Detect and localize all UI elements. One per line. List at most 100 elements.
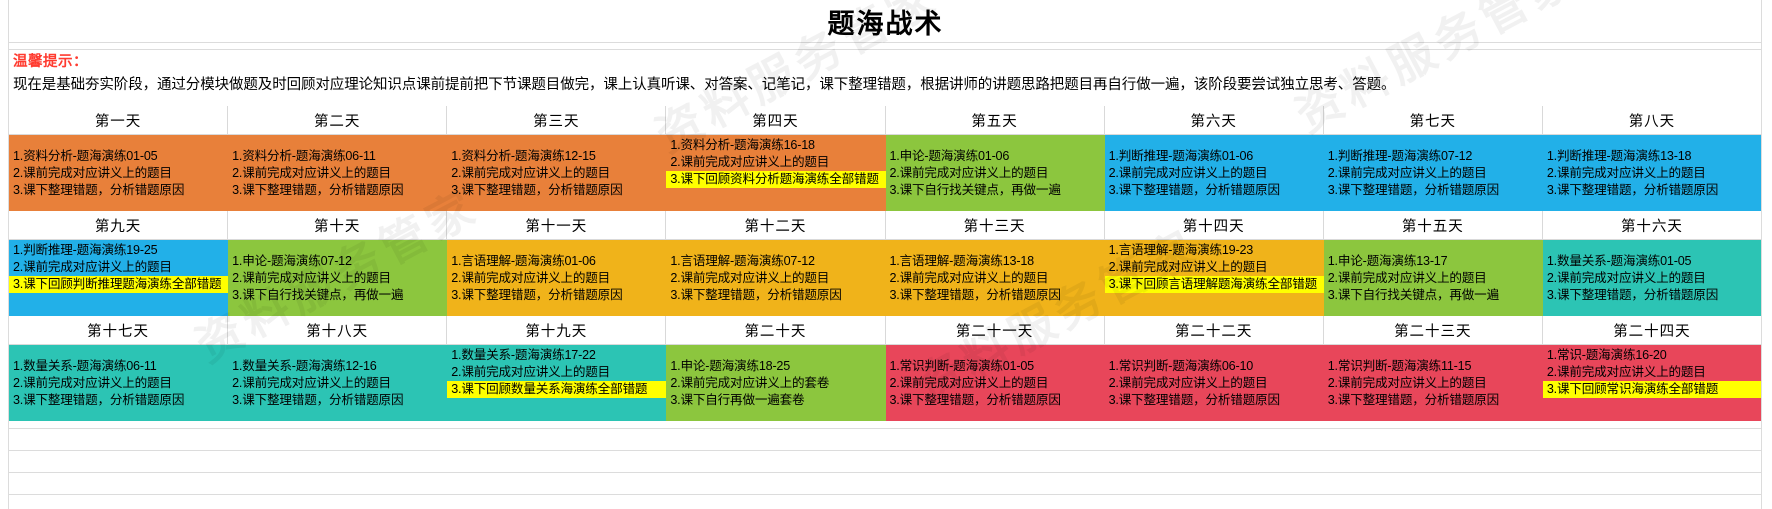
day-header-row: 第一天第二天第三天第四天第五天第六天第七天第八天 [9,106,1762,135]
gridline [0,494,1772,495]
task-line: 2.课前完成对应讲义上的题目 [670,270,830,285]
task-line: 1.数量关系-题海演练17-22 [451,348,596,362]
day-task-cell[interactable]: 1.言语理解-题海演练07-12 2.课前完成对应讲义上的题目 3.课下整理错题，分… [666,240,886,316]
task-line: 2.课前完成对应讲义上的题目 [13,375,172,390]
task-line: 3.课下整理错题，分析错题原因 [451,287,623,302]
day-header-cell[interactable]: 第十二天 [666,211,886,240]
day-header-cell[interactable]: 第五天 [885,106,1105,135]
task-line: 1.言语理解-题海演练19-23 [1108,243,1254,257]
day-header-cell[interactable]: 第十六天 [1542,211,1762,240]
task-line: 3.课下整理错题，分析错题原因 [1327,182,1499,197]
task-line-highlighted: 3.课下回顾判断推理题海演练全部错题 [9,276,229,293]
task-line: 1.申论-题海演练18-25 [670,358,791,373]
day-header-cell[interactable]: 第十一天 [447,211,667,240]
task-line: 1.判断推理-题海演练01-06 [1108,148,1254,163]
task-line: 3.课下整理错题，分析错题原因 [13,392,185,407]
day-header-cell[interactable]: 第二十一天 [885,316,1105,345]
day-header-cell[interactable]: 第三天 [447,106,667,135]
day-task-cell[interactable]: 1.判断推理-题海演练01-06 2.课前完成对应讲义上的题目 3.课下整理错题，分… [1104,135,1324,211]
day-header-cell[interactable]: 第十天 [228,211,448,240]
day-header-cell[interactable]: 第十四天 [1104,211,1324,240]
tips-block: 温馨提示： 现在是基础夯实阶段，通过分模块做题及时回顾对应理论知识点课前提前把下… [9,50,1762,106]
task-line: 2.课前完成对应讲义上的题目 [451,165,611,180]
day-header-cell[interactable]: 第二天 [228,106,448,135]
gridline [0,450,1772,451]
day-header-cell[interactable]: 第一天 [9,106,229,135]
task-line: 2.课前完成对应讲义上的题目 [1108,375,1268,390]
day-task-cell[interactable]: 1.数量关系-题海演练12-16 2.课前完成对应讲义上的题目 3.课下整理错题，分… [228,345,448,421]
task-line: 2.课前完成对应讲义上的题目 [451,365,611,379]
page-title: 题海战术 [9,0,1762,42]
task-line: 3.课下自行找关键点，再做一遍 [1327,287,1499,302]
task-line: 3.课下自行找关键点，再做一遍 [232,287,404,302]
task-line: 1.判断推理-题海演练07-12 [1327,148,1473,163]
task-line: 2.课前完成对应讲义上的题目 [1108,260,1268,274]
day-header-cell[interactable]: 第八天 [1542,106,1762,135]
task-line: 2.课前完成对应讲义上的题目 [1108,165,1268,180]
task-line: 3.课下整理错题，分析错题原因 [889,392,1061,407]
day-header-cell[interactable]: 第二十天 [666,316,886,345]
day-header-cell[interactable]: 第二十三天 [1323,316,1543,345]
task-line: 3.课下整理错题，分析错题原因 [232,182,404,197]
task-line: 1.常识判断-题海演练11-15 [1327,358,1472,373]
task-line: 2.课前完成对应讲义上的题目 [13,260,172,274]
day-header-cell[interactable]: 第四天 [666,106,886,135]
task-line: 3.课下整理错题，分析错题原因 [1108,182,1280,197]
day-header-cell[interactable]: 第二十二天 [1104,316,1324,345]
day-header-cell[interactable]: 第十三天 [885,211,1105,240]
schedule-week-block: 第九天第十天第十一天第十二天第十三天第十四天第十五天第十六天 1.判断推理-题海演… [9,211,1762,316]
page-title-text: 题海战术 [827,8,944,39]
day-header-cell[interactable]: 第十五天 [1323,211,1543,240]
gridline [0,49,1772,50]
task-line: 3.课下整理错题，分析错题原因 [670,287,842,302]
task-line: 3.课下整理错题，分析错题原因 [451,182,623,197]
day-task-row: 1.资料分析-题海演练01-05 2.课前完成对应讲义上的题目 3.课下整理错题，分… [9,135,1762,211]
tips-heading: 温馨提示： [13,54,88,70]
task-line: 2.课前完成对应讲义上的题目 [13,165,172,180]
task-line: 2.课前完成对应讲义上的题目 [232,270,391,285]
task-line: 1.数量关系-题海演练12-16 [232,358,377,373]
task-line: 1.数量关系-题海演练01-05 [1546,253,1692,268]
task-line: 2.课前完成对应讲义上的题目 [1327,270,1487,285]
day-header-cell[interactable]: 第九天 [9,211,229,240]
task-line: 1.言语理解-题海演练13-18 [889,253,1035,268]
task-line: 2.课前完成对应讲义上的题目 [889,270,1049,285]
gridline [0,42,1772,43]
task-line: 3.课下整理错题，分析错题原因 [232,392,404,407]
day-header-cell[interactable]: 第十八天 [228,316,448,345]
task-line: 2.课前完成对应讲义上的题目 [232,375,391,390]
task-line: 2.课前完成对应讲义上的题目 [670,155,830,169]
task-line: 1.资料分析-题海演练01-05 [13,148,158,163]
day-header-cell[interactable]: 第十九天 [447,316,667,345]
day-task-cell[interactable]: 1.数量关系-题海演练17-22 2.课前完成对应讲义上的题目 3.课下回顾数量关系… [447,345,667,421]
day-header-cell[interactable]: 第十七天 [9,316,229,345]
day-header-cell[interactable]: 第六天 [1104,106,1324,135]
task-line-highlighted: 3.课下回顾数量关系海演练全部错题 [447,381,667,398]
day-header-cell[interactable]: 第二十四天 [1542,316,1762,345]
task-line: 1.资料分析-题海演练06-11 [232,148,376,163]
task-line: 1.言语理解-题海演练07-12 [670,253,815,268]
day-header-cell[interactable]: 第七天 [1323,106,1543,135]
task-line: 2.课前完成对应讲义上的题目 [1546,270,1706,285]
